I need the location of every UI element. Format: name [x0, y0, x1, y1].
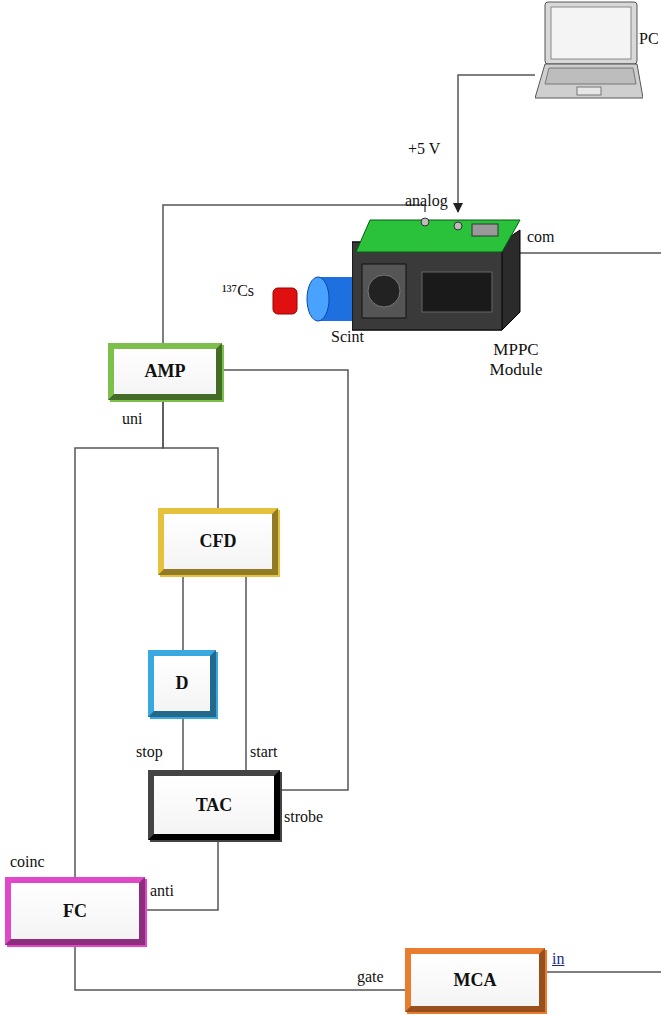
- scintillator-face: [307, 277, 329, 321]
- signal-wire: [222, 370, 348, 790]
- signal-wire: [182, 717, 184, 770]
- signal-wire: [75, 945, 405, 990]
- edge-label: +5 V: [408, 140, 440, 158]
- source-cube: [273, 288, 297, 314]
- signal-wire: [458, 75, 535, 212]
- node-text: PC: [639, 30, 659, 48]
- signal-wire: [182, 575, 184, 650]
- signal-wire: [145, 840, 218, 910]
- node-text: CFD: [200, 531, 237, 552]
- com-wire: [515, 252, 661, 254]
- signal-label: in: [552, 950, 564, 968]
- signal-label: com: [527, 228, 555, 246]
- node-text: MPPC Module: [480, 340, 552, 381]
- process-box: D: [148, 650, 216, 717]
- signal-label: stop: [136, 743, 163, 761]
- signal-label: analog: [405, 192, 448, 210]
- in-wire: [545, 971, 661, 973]
- signal-wire: [245, 575, 247, 770]
- signal-label: start: [250, 743, 278, 761]
- node-text: D: [176, 673, 189, 694]
- computer-node: PC: [535, 0, 659, 108]
- signal-label: coinc: [10, 853, 45, 871]
- signal-label: strobe: [284, 808, 323, 826]
- signal-label: ¹³⁷Cs: [222, 282, 254, 300]
- process-box: CFD: [158, 508, 278, 575]
- node-text: AMP: [145, 361, 186, 382]
- process-box: AMP: [108, 343, 222, 400]
- signal-label: anti: [150, 882, 174, 900]
- node-text: MCA: [454, 970, 497, 991]
- signal-label: gate: [357, 968, 384, 986]
- signal-wire: [163, 400, 218, 508]
- node-text: TAC: [196, 795, 233, 816]
- module-node: MPPC Module: [352, 212, 552, 390]
- process-box: TAC: [148, 770, 280, 840]
- node-text: FC: [63, 901, 87, 922]
- signal-label: Scint: [331, 328, 364, 346]
- process-box: MCA: [405, 948, 545, 1012]
- mppc-module-drawing: [352, 212, 522, 332]
- laptop-icon: [535, 0, 643, 108]
- signal-label: uni: [122, 410, 142, 428]
- process-box: FC: [5, 877, 145, 945]
